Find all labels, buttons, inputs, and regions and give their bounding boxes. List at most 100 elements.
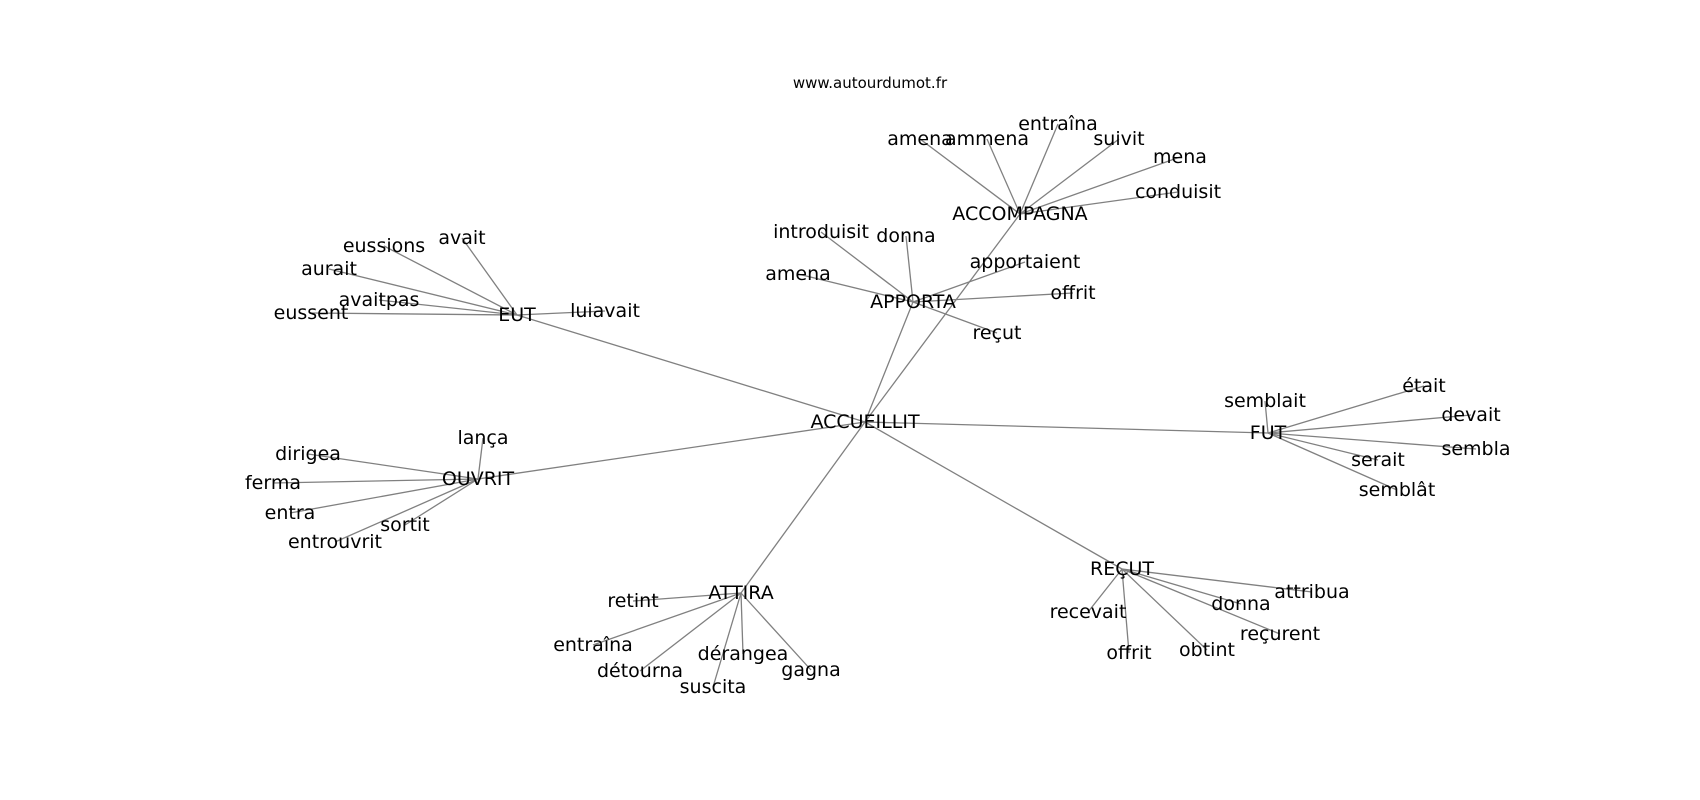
leaf-node-label: suscita: [680, 676, 747, 698]
edge-ouvrit-leaf: [477, 437, 484, 480]
leaf-node-label: eussent: [274, 302, 349, 324]
leaf-node-label: amena: [765, 263, 831, 285]
edge-accompagna-leaf: [1019, 156, 1181, 215]
leaf-node-label: attribua: [1274, 581, 1349, 603]
edge-apporta-leaf: [797, 273, 914, 303]
edge-ouvrit-leaf: [307, 453, 479, 480]
edge-attira-leaf: [712, 592, 742, 688]
edge-fut-leaf: [1267, 432, 1379, 461]
edge-ouvrit-leaf: [272, 478, 479, 484]
edge-accompagna-leaf: [1019, 123, 1059, 215]
edge-eut-leaf: [383, 245, 518, 316]
leaf-node-label: serait: [1351, 449, 1405, 471]
edge-eut-leaf: [310, 312, 518, 316]
edge-recut-leaf: [1121, 568, 1130, 654]
edge-eut-leaf: [516, 310, 606, 316]
edge-eut-leaf: [378, 299, 518, 316]
edge-fut-leaf: [1267, 432, 1398, 491]
edge-ouvrit-leaf: [334, 478, 479, 543]
leaf-node-label: apportaient: [970, 251, 1081, 273]
hub-node-label: ATTIRA: [708, 582, 773, 604]
leaf-node-label: luiavait: [570, 300, 640, 322]
edge-root-ouvrit: [477, 421, 866, 480]
leaf-node-label: ammena: [945, 128, 1029, 150]
edge-accompagna-leaf: [986, 138, 1021, 215]
leaf-node-label: amena: [887, 128, 953, 150]
edge-recut-leaf: [1121, 568, 1242, 605]
leaf-node-label: semblait: [1224, 390, 1306, 412]
edge-recut-leaf: [1121, 568, 1208, 651]
leaf-node-label: offrit: [1050, 282, 1095, 304]
edge-fut-leaf: [1267, 414, 1472, 434]
leaf-node-label: sortit: [380, 514, 430, 536]
edge-root-attira: [740, 421, 866, 594]
leaf-node-label: était: [1402, 375, 1446, 397]
edge-root-accompagna: [864, 213, 1021, 423]
leaf-node-label: entraîna: [1018, 113, 1098, 135]
leaf-node-label: conduisit: [1135, 181, 1221, 203]
leaf-node-label: dérangea: [698, 643, 789, 665]
leaf-node-label: reçurent: [1240, 623, 1320, 645]
edge-fut-leaf: [1267, 432, 1477, 450]
leaf-node-label: donna: [1211, 593, 1270, 615]
edge-apporta-leaf: [905, 235, 914, 303]
leaf-node-label: avaitpas: [339, 289, 420, 311]
leaf-node-label: suivit: [1093, 128, 1144, 150]
leaf-node-label: sembla: [1441, 438, 1510, 460]
edge-fut-leaf: [1264, 400, 1269, 434]
edge-root-apporta: [864, 301, 914, 423]
edge-recut-leaf: [1087, 568, 1123, 613]
leaf-node-label: introduisit: [773, 221, 869, 243]
hub-node-label: OUVRIT: [442, 468, 515, 490]
edge-attira-leaf: [632, 592, 742, 602]
leaf-node-label: avait: [438, 227, 485, 249]
edge-attira-leaf: [740, 592, 744, 655]
leaf-node-label: devait: [1441, 404, 1500, 426]
edge-eut-leaf: [461, 237, 518, 316]
hub-node-label: ACCOMPAGNA: [952, 203, 1087, 225]
edge-root-fut: [864, 421, 1269, 434]
edge-accompagna-leaf: [1019, 191, 1179, 215]
leaf-node-label: gagna: [781, 659, 840, 681]
edge-recut-leaf: [1121, 568, 1313, 593]
leaf-node-label: reçut: [972, 322, 1021, 344]
edge-apporta-leaf: [820, 231, 914, 303]
leaf-node-label: entra: [265, 502, 316, 524]
edge-ouvrit-leaf: [289, 478, 479, 514]
leaf-node-label: ferma: [245, 472, 301, 494]
root-node-label: ACCUEILLIT: [810, 411, 919, 433]
edges: [272, 123, 1477, 688]
edge-apporta-leaf: [912, 292, 1074, 303]
edge-attira-leaf: [740, 592, 812, 671]
edge-fut-leaf: [1267, 385, 1425, 434]
leaf-node-label: aurait: [301, 258, 357, 280]
hub-node-label: EUT: [498, 304, 536, 326]
leaf-node-label: entrouvrit: [288, 531, 382, 553]
edge-root-eut: [516, 314, 866, 423]
leaf-node-label: dirigea: [275, 443, 341, 465]
leaf-node-label: semblât: [1359, 479, 1436, 501]
leaf-node-label: mena: [1153, 146, 1207, 168]
edge-apporta-leaf: [912, 301, 998, 334]
edge-attira-leaf: [639, 592, 742, 672]
leaf-node-label: offrit: [1106, 642, 1151, 664]
leaf-node-label: obtint: [1179, 639, 1235, 661]
leaf-node-label: eussions: [343, 235, 425, 257]
edge-attira-leaf: [592, 592, 742, 646]
leaf-node-label: entraîna: [553, 634, 633, 656]
leaf-node-label: détourna: [597, 660, 683, 682]
edge-accompagna-leaf: [919, 138, 1021, 215]
hub-node-label: APPORTA: [870, 291, 956, 313]
edge-root-recut: [864, 421, 1123, 570]
hub-node-label: FUT: [1250, 422, 1287, 444]
edge-eut-leaf: [328, 268, 518, 316]
source-watermark: www.autourdumot.fr: [793, 74, 948, 92]
leaf-node-label: retint: [607, 590, 658, 612]
edge-recut-leaf: [1121, 568, 1281, 635]
edge-accompagna-leaf: [1019, 138, 1120, 215]
edge-ouvrit-leaf: [404, 478, 479, 526]
leaf-node-label: donna: [876, 225, 935, 247]
leaf-node-label: lança: [457, 427, 508, 449]
